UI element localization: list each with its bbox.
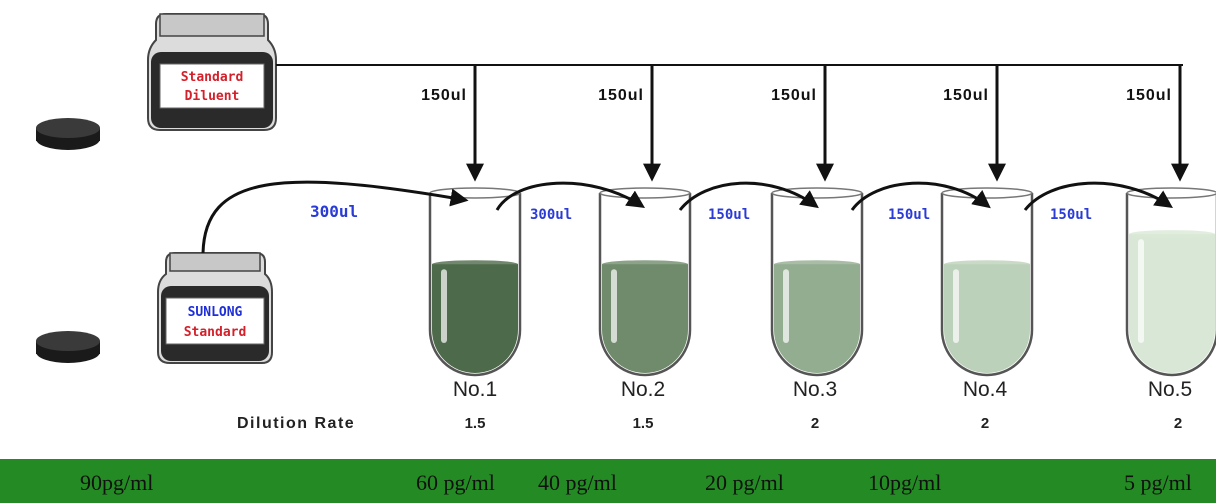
dilution-rate-4: 2 xyxy=(981,415,989,432)
tube-5 xyxy=(1125,187,1216,377)
transfer-volume-1: 300ul xyxy=(310,202,358,221)
diluent-volume-3: 150ul xyxy=(771,87,817,104)
diluent-volume-4: 150ul xyxy=(943,87,989,104)
standard-jar-label-line1: SUNLONG xyxy=(188,305,243,320)
tube-2-liquid xyxy=(602,264,688,373)
dilution-rate-label: Dilution Rate xyxy=(237,415,355,432)
transfer-arrow-3 xyxy=(678,181,819,211)
concentration-5: 10pg/ml xyxy=(868,470,942,495)
tube-4 xyxy=(940,187,1034,377)
tube-label-1: No.1 xyxy=(453,378,497,401)
standard-jar: SUNLONG Standard xyxy=(36,252,273,364)
diluent-volume-1: 150ul xyxy=(421,87,467,104)
tube-1 xyxy=(428,187,522,377)
tube-label-2: No.2 xyxy=(621,378,665,401)
tube-3 xyxy=(770,187,864,377)
concentration-6: 5 pg/ml xyxy=(1124,470,1192,495)
concentration-4: 20 pg/ml xyxy=(705,470,784,495)
transfer-volume-4: 150ul xyxy=(888,207,930,223)
tube-1-liquid xyxy=(432,264,518,373)
transfer-volume-5: 150ul xyxy=(1050,207,1092,223)
concentration-1: 90pg/ml xyxy=(80,470,154,495)
diluent-jar: Standard Diluent xyxy=(36,13,277,150)
dilution-rate-1: 1.5 xyxy=(465,415,486,432)
tube-label-3: No.3 xyxy=(793,378,837,401)
transfer-arrow-5 xyxy=(1023,181,1173,211)
dilution-rate-3: 2 xyxy=(811,415,819,432)
transfer-arrow-4 xyxy=(850,181,991,211)
tube-2 xyxy=(598,187,692,377)
standard-jar-label-line2: Standard xyxy=(184,325,247,340)
tube-label-5: No.5 xyxy=(1148,378,1192,401)
diluent-jar-label-line2: Diluent xyxy=(185,89,240,104)
dilution-rate-5: 2 xyxy=(1174,415,1182,432)
concentration-2: 60 pg/ml xyxy=(416,470,495,495)
concentration-3: 40 pg/ml xyxy=(538,470,617,495)
dilution-rate-2: 1.5 xyxy=(633,415,654,432)
transfer-arrow-1 xyxy=(201,180,469,254)
tube-4-liquid xyxy=(944,264,1030,373)
transfer-volume-2: 300ul xyxy=(530,207,572,223)
diluent-jar-label-line1: Standard xyxy=(181,70,244,85)
diluent-volume-5: 150ul xyxy=(1126,87,1172,104)
tube-label-4: No.4 xyxy=(963,378,1008,401)
tube-5-liquid xyxy=(1129,234,1215,373)
transfer-arrow-2 xyxy=(495,181,646,211)
transfer-volume-3: 150ul xyxy=(708,207,750,223)
concentration-bar xyxy=(0,459,1216,503)
tube-3-liquid xyxy=(774,264,860,373)
diluent-volume-2: 150ul xyxy=(598,87,644,104)
